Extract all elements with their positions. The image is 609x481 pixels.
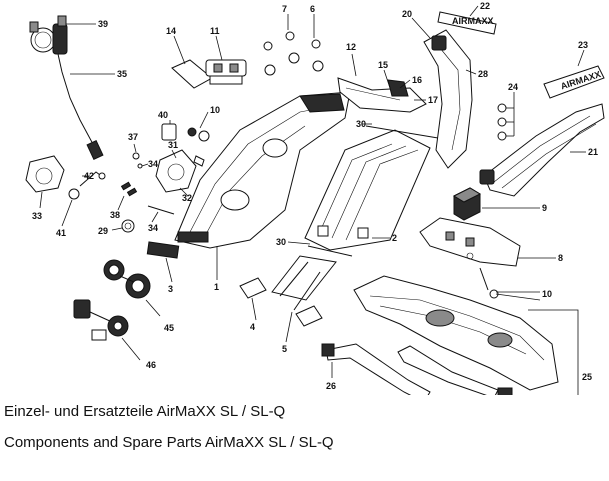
base-frame: [304, 129, 431, 251]
callout-11: 11: [210, 26, 220, 36]
caption-english: Components and Spare Parts AirMaXX SL / …: [4, 434, 334, 451]
valve-left: [25, 155, 106, 200]
callout-33: 33: [32, 211, 42, 221]
callout-42: 42: [84, 171, 94, 181]
backplate: [353, 275, 559, 391]
belt-strap-27: [397, 345, 513, 395]
callout-25: 25: [582, 372, 592, 382]
callout-15: 15: [378, 60, 388, 70]
callout-16: 16: [412, 75, 422, 85]
callout-2: 2: [392, 233, 397, 243]
exploded-parts-diagram: 39 35 14 11 7 6 1: [25, 1, 605, 395]
shoulder-pad-right: [479, 103, 605, 197]
valve-cluster: [132, 149, 205, 193]
callout-28: 28: [478, 69, 488, 79]
callout-39: 39: [98, 19, 108, 29]
callout-3: 3: [168, 284, 173, 294]
callout-8: 8: [558, 253, 563, 263]
callout-26: 26: [326, 381, 336, 391]
screws-and-nuts: [263, 31, 324, 76]
callout-20: 20: [402, 9, 412, 19]
callout-22: 22: [480, 1, 490, 11]
callout-38: 38: [110, 210, 120, 220]
callout-23: 23: [578, 40, 588, 50]
callout-12: 12: [346, 42, 356, 52]
small-parts-38-29: [120, 181, 138, 233]
rod-34: [147, 205, 175, 215]
cover-plate: [205, 59, 247, 85]
pads: [239, 277, 323, 327]
valve-45: [103, 259, 151, 299]
callout-6: 6: [310, 4, 315, 14]
bracket: [419, 217, 521, 267]
pressure-gauge-hose: [29, 15, 104, 161]
callout-30-upper: 30: [356, 119, 366, 129]
callout-9: 9: [542, 203, 547, 213]
callout-35: 35: [117, 69, 127, 79]
callout-40: 40: [158, 110, 168, 120]
caption-german: Einzel- und Ersatzteile AirMaXX SL / SL-…: [4, 403, 286, 420]
callout-1: 1: [214, 282, 219, 292]
svg-text:AIRMAXX: AIRMAXX: [452, 16, 494, 26]
callout-14: 14: [166, 26, 176, 36]
callout-21: 21: [588, 147, 598, 157]
callout-30-lower: 30: [276, 237, 286, 247]
callout-34-upper: 34: [148, 159, 158, 169]
strap-23: AIRMAXX: [543, 65, 605, 99]
callout-32: 32: [182, 193, 192, 203]
callout-34-lower: 34: [148, 223, 158, 233]
callout-17: 17: [428, 95, 438, 105]
plate-3: [146, 241, 180, 259]
belt-strap-26: [321, 343, 431, 395]
valve-40: [161, 123, 210, 142]
strap-22: AIRMAXX: [437, 11, 497, 35]
bolts-10-right: [479, 267, 499, 299]
callout-41: 41: [56, 228, 66, 238]
callout-7: 7: [282, 4, 287, 14]
callout-24: 24: [508, 82, 518, 92]
main-frame: [174, 91, 351, 249]
clamp-block: [452, 187, 482, 221]
callout-10-right: 10: [542, 289, 552, 299]
callout-45: 45: [164, 323, 174, 333]
callout-10-left: 10: [210, 105, 220, 115]
callout-46: 46: [146, 360, 156, 370]
screws-24: [497, 103, 507, 141]
wire-bracket: [271, 255, 337, 311]
shoulder-strap-assembly: [337, 77, 427, 113]
callout-37: 37: [128, 132, 138, 142]
rod-lower: [307, 245, 353, 257]
valve-46: [73, 299, 129, 341]
shoulder-pad-left: [423, 29, 473, 169]
callout-4: 4: [250, 322, 255, 332]
callout-31: 31: [168, 140, 178, 150]
callout-29: 29: [98, 226, 108, 236]
callout-5: 5: [282, 344, 287, 354]
rod-upper: [365, 125, 439, 139]
